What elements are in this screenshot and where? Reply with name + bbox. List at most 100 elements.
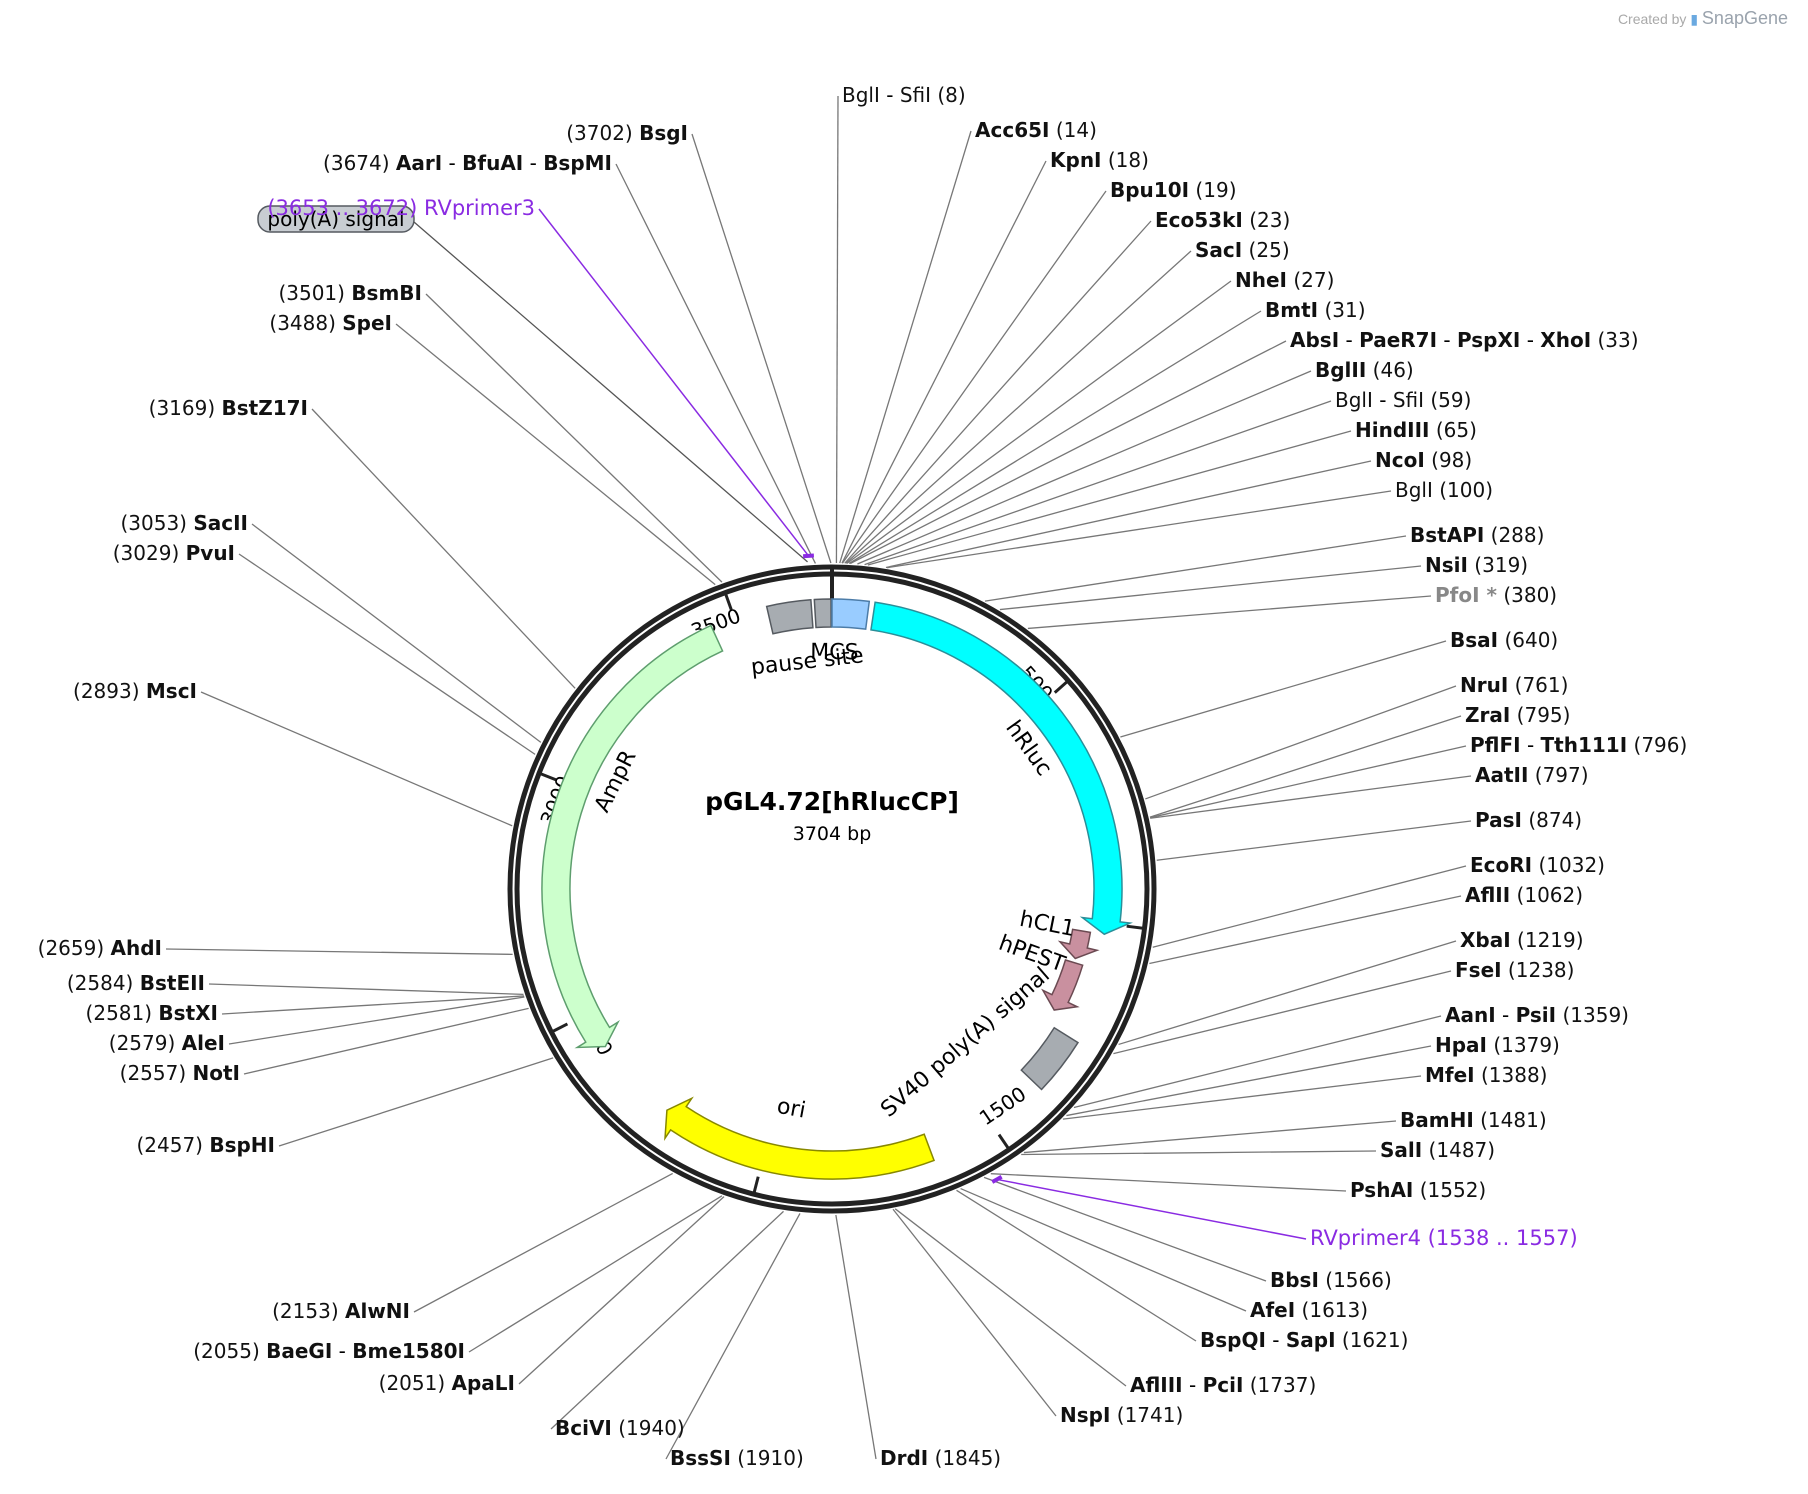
site-bstz17i: (3169) BstZ17I [149, 396, 308, 420]
site-fsei: FseI (1238) [1455, 958, 1574, 982]
site-leader [1073, 1015, 1442, 1109]
site-position: (1737) [1243, 1373, 1316, 1397]
site-label: KpnI (18) [1050, 148, 1149, 172]
site-label: BssSI (1910) [670, 1446, 804, 1470]
site-leader [550, 1210, 784, 1430]
site-name: FseI [1455, 958, 1502, 982]
site-bmti: BmtI (31) [1265, 298, 1366, 322]
site-name: AarI [396, 151, 442, 175]
site-pflfi: PflFI - Tth111I (796) [1470, 733, 1687, 757]
site-label: (3501) BsmBI [278, 281, 422, 305]
site-name: SpeI [342, 311, 392, 335]
site-leader [1066, 1045, 1432, 1117]
site-nsii: NsiI (319) [1425, 553, 1528, 577]
site-label: (3169) BstZ17I [149, 396, 308, 420]
site-bsssi: BssSI (1910) [670, 1446, 804, 1470]
site-name: Eco53kI [1155, 208, 1243, 232]
site-name: BspMI [543, 151, 612, 175]
site-position: (2893) [73, 679, 146, 703]
primer-arc [802, 553, 814, 559]
site-aflii: AflII (1062) [1465, 883, 1583, 907]
site-position: (27) [1287, 268, 1334, 292]
site-leader [221, 995, 525, 1015]
site-position: (1940) [612, 1416, 685, 1440]
site-label: (2051) ApaLI [379, 1371, 515, 1395]
site-leader [238, 553, 536, 755]
site-position: (1219) [1511, 928, 1584, 952]
site-position: (1741) [1110, 1403, 1183, 1427]
site-position: (1238) [1502, 958, 1575, 982]
plasmid-name: pGL4.72[hRlucCP] [705, 787, 959, 816]
site-position: (2457) [136, 1133, 209, 1157]
site-bglii: BglII (46) [1315, 358, 1414, 382]
site-leader [395, 323, 716, 586]
site-position: (18) [1102, 148, 1149, 172]
site-eco53ki: Eco53kI (23) [1155, 208, 1290, 232]
feature-sv40-poly-a-signal [1020, 1026, 1080, 1091]
site-label: FseI (1238) [1455, 958, 1574, 982]
site-label: ZraI (795) [1465, 703, 1570, 727]
site-name: EcoRI [1470, 853, 1532, 877]
site-name: AhdI [111, 936, 162, 960]
site-label: AfeI (1613) [1250, 1298, 1368, 1322]
plasmid-center: pGL4.72[hRlucCP] 3704 bp [705, 787, 959, 845]
site-leader [1113, 970, 1452, 1055]
site-name: ZraI [1465, 703, 1510, 727]
site-aani: AanI - PsiI (1359) [1445, 1003, 1629, 1027]
site-label: MfeI (1388) [1425, 1063, 1547, 1087]
site-bpu10i: Bpu10I (19) [1110, 178, 1237, 202]
site-position: (33) [1591, 328, 1638, 352]
site-separator: - [1437, 328, 1457, 352]
site-name: DrdI [880, 1446, 928, 1470]
site-leader [845, 250, 1192, 564]
site-leader [1027, 595, 1432, 630]
primer-range: (3653 .. 3672) [267, 196, 417, 220]
site-sacii: (3053) SacII [120, 511, 248, 535]
primer-gap [417, 196, 424, 220]
tick-mark [752, 1176, 760, 1195]
site-bsmbi: (3501) BsmBI [278, 281, 422, 305]
site-leader [665, 1213, 801, 1460]
site-leader [983, 1176, 1267, 1282]
site-leader-lines [165, 95, 1472, 1460]
site-name: AatII [1475, 763, 1528, 787]
site-name: SacI [1195, 238, 1242, 262]
site-leader [1152, 865, 1467, 948]
site-position: (1032) [1532, 853, 1605, 877]
feature-ampr [541, 624, 724, 1049]
site-label: PshAI (1552) [1350, 1178, 1486, 1202]
site-name: KpnI [1050, 148, 1102, 172]
site-label: BbsI (1566) [1270, 1268, 1392, 1292]
primer-rvprimer3: (3653 .. 3672) RVprimer3 [267, 196, 814, 559]
site-leader [1156, 820, 1472, 861]
site-name: BfuAI [462, 151, 523, 175]
site-bsgi: (3702) BsgI [566, 121, 688, 145]
site-label: (2457) BspHI [136, 1133, 275, 1157]
tick-label: 1500 [975, 1082, 1031, 1130]
site-position: (23) [1243, 208, 1290, 232]
site-bcivi: BciVI (1940) [555, 1416, 685, 1440]
site-kpni: KpnI (18) [1050, 148, 1149, 172]
site-position: (2584) [67, 971, 140, 995]
feature-label-hCL1: hCL1 [1018, 907, 1077, 942]
site-name: SapI [1286, 1328, 1336, 1352]
site-label: BamHI (1481) [1400, 1108, 1547, 1132]
site-name: BamHI [1400, 1108, 1474, 1132]
backbone-ticks: 500100015002000250030003500 [535, 592, 1145, 1195]
site-position: (797) [1528, 763, 1588, 787]
site-bgli: BglI - SfiI (8) [842, 83, 966, 107]
site-position: (1062) [1510, 883, 1583, 907]
site-name: PfoI * [1435, 583, 1498, 607]
site-label: NspI (1741) [1060, 1403, 1183, 1427]
site-label: SacI (25) [1195, 238, 1290, 262]
site-name: BglII [1315, 358, 1366, 382]
site-separator: - [1266, 1328, 1286, 1352]
site-position: (31) [1318, 298, 1365, 322]
site-name: NspI [1060, 1403, 1110, 1427]
tick-mark [538, 771, 557, 782]
site-label: (2557) NotI [120, 1061, 240, 1085]
site-pshai: PshAI (1552) [1350, 1178, 1486, 1202]
site-name: MfeI [1425, 1063, 1475, 1087]
site-name: NotI [193, 1061, 240, 1085]
site-name: SacII [193, 511, 248, 535]
